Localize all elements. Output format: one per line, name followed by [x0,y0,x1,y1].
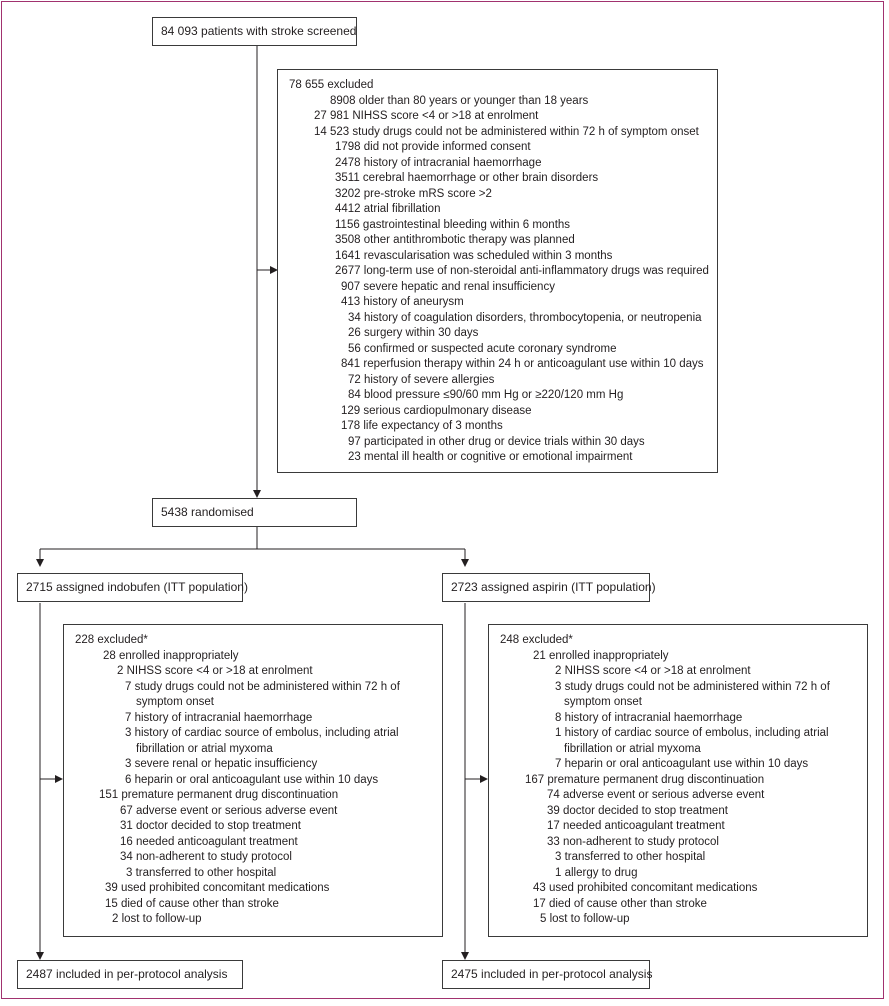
left-excluded-item: 28 enrolled inappropriately [103,650,239,662]
excluded-main-header: 78 655 excluded [289,79,374,91]
excluded-main-item: 84 blood pressure ≤90/60 mm Hg or ≥220/1… [348,389,624,401]
excluded-main-item: 129 serious cardiopulmonary disease [341,405,532,417]
excluded-main-item: 3202 pre-stroke mRS score >2 [335,188,492,200]
right-per-protocol-text: 2475 included in per-protocol analysis [451,966,653,981]
left-excluded-item: 3 history of cardiac source of embolus, … [125,727,399,739]
right-excluded-item: 8 history of intracranial haemorrhage [555,712,743,724]
left-excluded-item: 67 adverse event or serious adverse even… [120,805,338,817]
randomised-box: 5438 randomised [152,498,357,527]
excluded-main-item: 26 surgery within 30 days [348,327,479,339]
excluded-main-item: 2677 long-term use of non-steroidal anti… [335,265,709,277]
left-excluded-item: 34 non-adherent to study protocol [120,851,292,863]
left-excluded-box: 228 excluded* 28 enrolled inappropriatel… [63,624,443,937]
excluded-main-item: 3511 cerebral haemorrhage or other brain… [335,172,599,184]
right-excluded-item: 1 history of cardiac source of embolus, … [555,727,829,739]
excluded-main-item: 4412 atrial fibrillation [335,203,441,215]
right-excluded-item: 17 needed anticoagulant treatment [547,820,725,832]
randomised-text: 5438 randomised [161,504,254,519]
excluded-main-item: 97 participated in other drug or device … [348,436,645,448]
left-excluded-item: 6 heparin or oral anticoagulant use with… [125,774,379,786]
excluded-main-item: 1798 did not provide informed consent [335,141,531,153]
left-excluded-item: 7 study drugs could not be administered … [125,681,400,693]
left-assigned-box: 2715 assigned indobufen (ITT population) [17,573,248,602]
right-excluded-header: 248 excluded* [500,634,573,646]
right-excluded-box: 248 excluded* 21 enrolled inappropriatel… [488,624,868,937]
left-excluded-item: 2 lost to follow-up [112,913,202,925]
left-excluded-item: 39 used prohibited concomitant medicatio… [105,882,330,894]
excluded-main-item: 72 history of severe allergies [348,374,495,386]
right-excluded-item: 2 NIHSS score <4 or >18 at enrolment [555,665,751,677]
left-excluded-item: 3 transferred to other hospital [126,867,277,879]
right-excluded-item: fibrillation or atrial myxoma [564,743,701,755]
right-excluded-item: 5 lost to follow-up [540,913,630,925]
right-excluded-item: 17 died of cause other than stroke [533,898,707,910]
excluded-main-item: 2478 history of intracranial haemorrhage [335,157,542,169]
screened-text: 84 093 patients with stroke screened [161,23,357,38]
left-excluded-item: symptom onset [136,696,214,708]
excluded-main-item: 1156 gastrointestinal bleeding within 6 … [335,219,571,231]
left-per-protocol-text: 2487 included in per-protocol analysis [26,966,228,981]
left-excluded-item: 3 severe renal or hepatic insufficiency [125,758,318,770]
left-excluded-item: 7 history of intracranial haemorrhage [125,712,313,724]
screened-box: 84 093 patients with stroke screened [152,17,357,46]
right-excluded-item: 74 adverse event or serious adverse even… [547,789,765,801]
left-per-protocol-box: 2487 included in per-protocol analysis [17,960,243,989]
right-assigned-text: 2723 assigned aspirin (ITT population) [451,579,656,594]
right-excluded-item: 167 premature permanent drug discontinua… [525,774,765,786]
right-excluded-item: 3 study drugs could not be administered … [555,681,830,693]
left-excluded-item: 15 died of cause other than stroke [105,898,279,910]
excluded-main-item: 907 severe hepatic and renal insufficien… [341,281,555,293]
excluded-main-item: 34 history of coagulation disorders, thr… [348,312,702,324]
right-excluded-item: 1 allergy to drug [555,867,638,879]
left-excluded-item: 151 premature permanent drug discontinua… [99,789,339,801]
left-excluded-item: 2 NIHSS score <4 or >18 at enrolment [117,665,313,677]
right-excluded-item: 21 enrolled inappropriately [533,650,669,662]
left-excluded-item: 16 needed anticoagulant treatment [120,836,298,848]
right-excluded-item: 39 doctor decided to stop treatment [547,805,728,817]
excluded-main-box: 78 655 excluded 8908 older than 80 years… [277,69,718,473]
excluded-main-item: 27 981 NIHSS score <4 or >18 at enrolmen… [314,110,539,122]
right-excluded-item: 3 transferred to other hospital [555,851,706,863]
left-excluded-item: 31 doctor decided to stop treatment [120,820,301,832]
excluded-main-item: 1641 revascularisation was scheduled wit… [335,250,613,262]
right-excluded-item: symptom onset [564,696,642,708]
excluded-main-item: 413 history of aneurysm [341,296,464,308]
excluded-main-item: 23 mental ill health or cognitive or emo… [348,451,633,463]
right-per-protocol-box: 2475 included in per-protocol analysis [442,960,653,989]
right-excluded-item: 33 non-adherent to study protocol [547,836,719,848]
left-assigned-text: 2715 assigned indobufen (ITT population) [26,579,248,594]
excluded-main-item: 8908 older than 80 years or younger than… [330,95,589,107]
right-excluded-item: 7 heparin or oral anticoagulant use with… [555,758,809,770]
right-assigned-box: 2723 assigned aspirin (ITT population) [442,573,656,602]
left-excluded-header: 228 excluded* [75,634,148,646]
right-excluded-item: 43 used prohibited concomitant medicatio… [533,882,758,894]
excluded-main-item: 841 reperfusion therapy within 24 h or a… [341,358,704,370]
left-excluded-item: fibrillation or atrial myxoma [136,743,273,755]
excluded-main-item: 178 life expectancy of 3 months [341,420,503,432]
excluded-main-item: 14 523 study drugs could not be administ… [314,126,699,138]
excluded-main-item: 56 confirmed or suspected acute coronary… [348,343,617,355]
excluded-main-item: 3508 other antithrombotic therapy was pl… [335,234,575,246]
